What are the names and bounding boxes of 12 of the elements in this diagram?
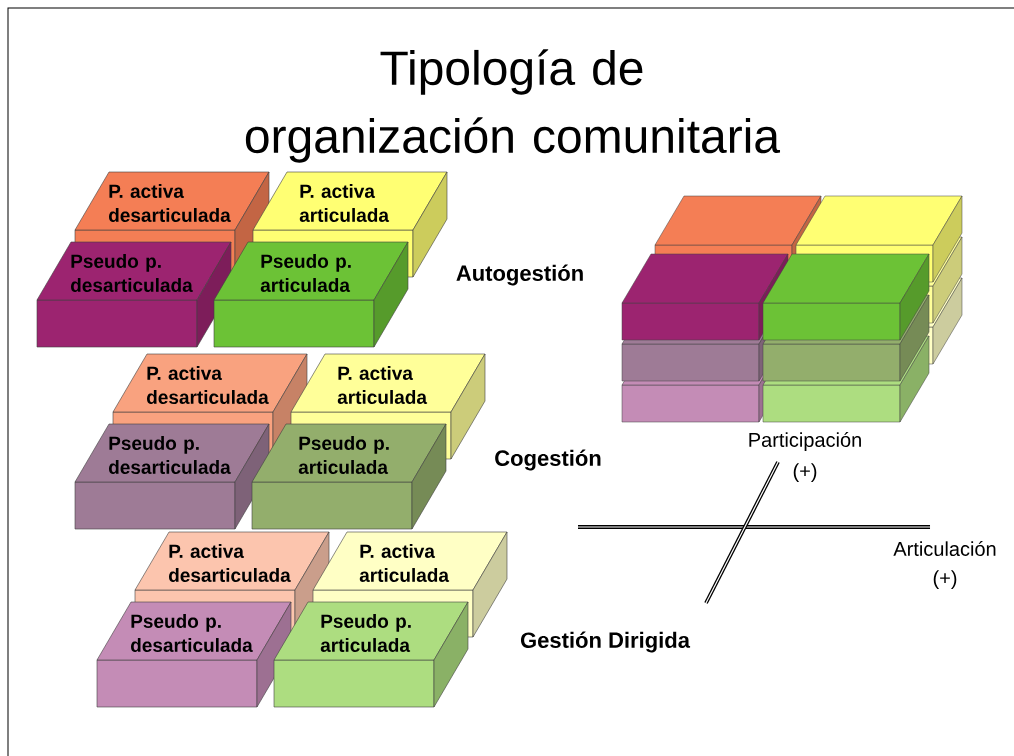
axis-label: Participación (+) — [749, 432, 861, 482]
group-label: Cogestión — [495, 449, 601, 471]
block: Pseudo p. desarticulada — [36, 241, 232, 348]
block: Pseudo p. desarticulada — [74, 423, 270, 530]
group-label: Gestión Dirigida — [520, 631, 691, 653]
block: Pseudo p. articulada — [273, 601, 469, 708]
block: Pseudo p. articulada — [251, 423, 447, 530]
block: Pseudo p. articulada — [213, 241, 409, 348]
title: Tipología de organización comunitaria — [245, 49, 780, 163]
block: Pseudo p. desarticulada — [96, 601, 292, 708]
axis-label: Articulación (+) — [893, 541, 996, 589]
group-label: Autogestión — [456, 264, 583, 286]
